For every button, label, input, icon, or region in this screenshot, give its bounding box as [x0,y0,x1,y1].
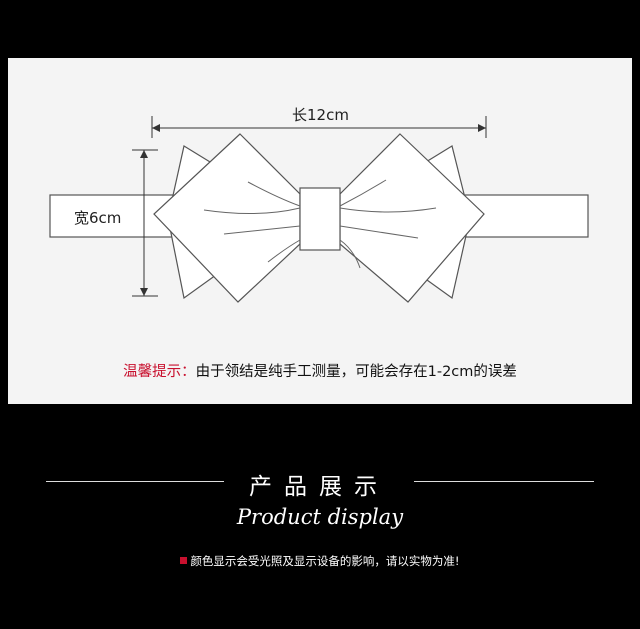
length-dimension [151,116,487,138]
section-title-cn: 产品展示 [249,474,389,500]
width-dimension [132,149,158,297]
notice-tag: 温馨提示： [123,364,196,380]
disclaimer-text: 颜色显示会受光照及显示设备的影响，请以实物为准! [190,554,460,568]
bowtie-front-wing-left [153,133,301,303]
header-divider-right [414,481,594,482]
bowtie-knot [299,187,341,251]
header-divider-left [46,481,224,482]
length-label: 长12cm [290,106,351,124]
measurement-notice: 温馨提示：由于领结是纯手工测量，可能会存在1-2cm的误差 [8,360,632,381]
section-title-en: Product display [236,505,404,529]
color-disclaimer: 颜色显示会受光照及显示设备的影响，请以实物为准! [0,553,640,569]
bowtie-diagram [49,116,589,303]
bullet-icon [180,557,188,564]
size-diagram-panel: 长12cm 宽6cm 温馨提示：由于领结是纯手工测量，可能会存在1-2cm的误差 [8,58,632,404]
width-label: 宽6cm [74,209,122,227]
product-display-header: 产品展示 [0,462,640,502]
notice-text: 由于领结是纯手工测量，可能会存在1-2cm的误差 [195,364,517,380]
bowtie-front-wing-right [339,133,485,303]
